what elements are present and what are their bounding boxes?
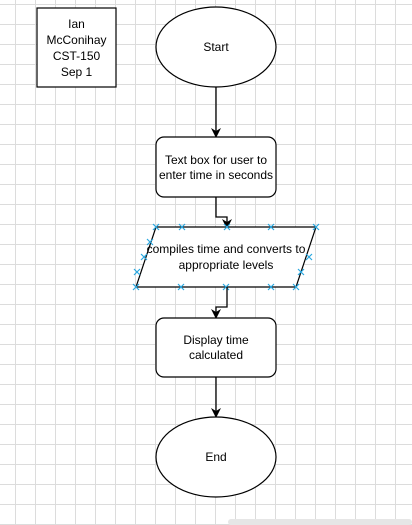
selection-handles[interactable] [132, 223, 320, 291]
author-note-line-1: Ian [68, 17, 85, 31]
start-label: Start [203, 40, 229, 54]
end-ellipse[interactable] [155, 416, 277, 498]
selection-handle-2[interactable] [178, 223, 186, 231]
process-parallelogram[interactable] [135, 226, 317, 288]
selection-handle-15[interactable] [292, 283, 300, 291]
end-label: End [205, 450, 226, 464]
display-label-line-1: Display time [183, 333, 249, 347]
process-label-line-2: appropriate levels [179, 258, 274, 272]
selection-handle-9[interactable] [133, 268, 141, 276]
input-label-line-1: Text box for user to [165, 153, 267, 167]
selection-handle-14[interactable] [267, 283, 275, 291]
connector-process-to-display[interactable] [211, 287, 228, 319]
start-node[interactable]: Start [155, 6, 277, 88]
end-node[interactable]: End [155, 416, 277, 498]
input-box[interactable] [155, 136, 277, 198]
selection-handle-12[interactable] [177, 283, 185, 291]
selection-handle-13[interactable] [222, 283, 230, 291]
selection-handle-3[interactable] [223, 223, 231, 231]
author-note-box[interactable] [36, 7, 117, 88]
author-note[interactable]: Ian McConihay CST-150 Sep 1 [36, 7, 117, 88]
selection-handle-6[interactable] [146, 238, 154, 246]
selection-handle-4[interactable] [267, 223, 275, 231]
process-label-line-1: compiles time and converts to [147, 242, 306, 256]
author-note-line-3: CST-150 [53, 49, 101, 63]
selection-handle-5[interactable] [312, 223, 320, 231]
author-note-line-4: Sep 1 [61, 65, 93, 79]
author-note-line-2: McConihay [46, 33, 106, 47]
selection-handle-8[interactable] [305, 253, 313, 261]
display-node[interactable]: Display time calculated [155, 317, 277, 378]
selection-handle-11[interactable] [132, 283, 140, 291]
horizontal-scrollbar[interactable] [228, 519, 412, 525]
connector-input-to-process[interactable] [215, 197, 232, 229]
input-node[interactable]: Text box for user to enter time in secon… [155, 136, 277, 198]
selection-handle-10[interactable] [297, 268, 305, 276]
selection-handle-7[interactable] [140, 253, 148, 261]
process-node[interactable]: compiles time and converts to appropriat… [132, 223, 320, 291]
selection-handle-1[interactable] [152, 223, 160, 231]
input-label-line-2: enter time in seconds [159, 168, 273, 182]
display-label-line-2: calculated [189, 348, 243, 362]
